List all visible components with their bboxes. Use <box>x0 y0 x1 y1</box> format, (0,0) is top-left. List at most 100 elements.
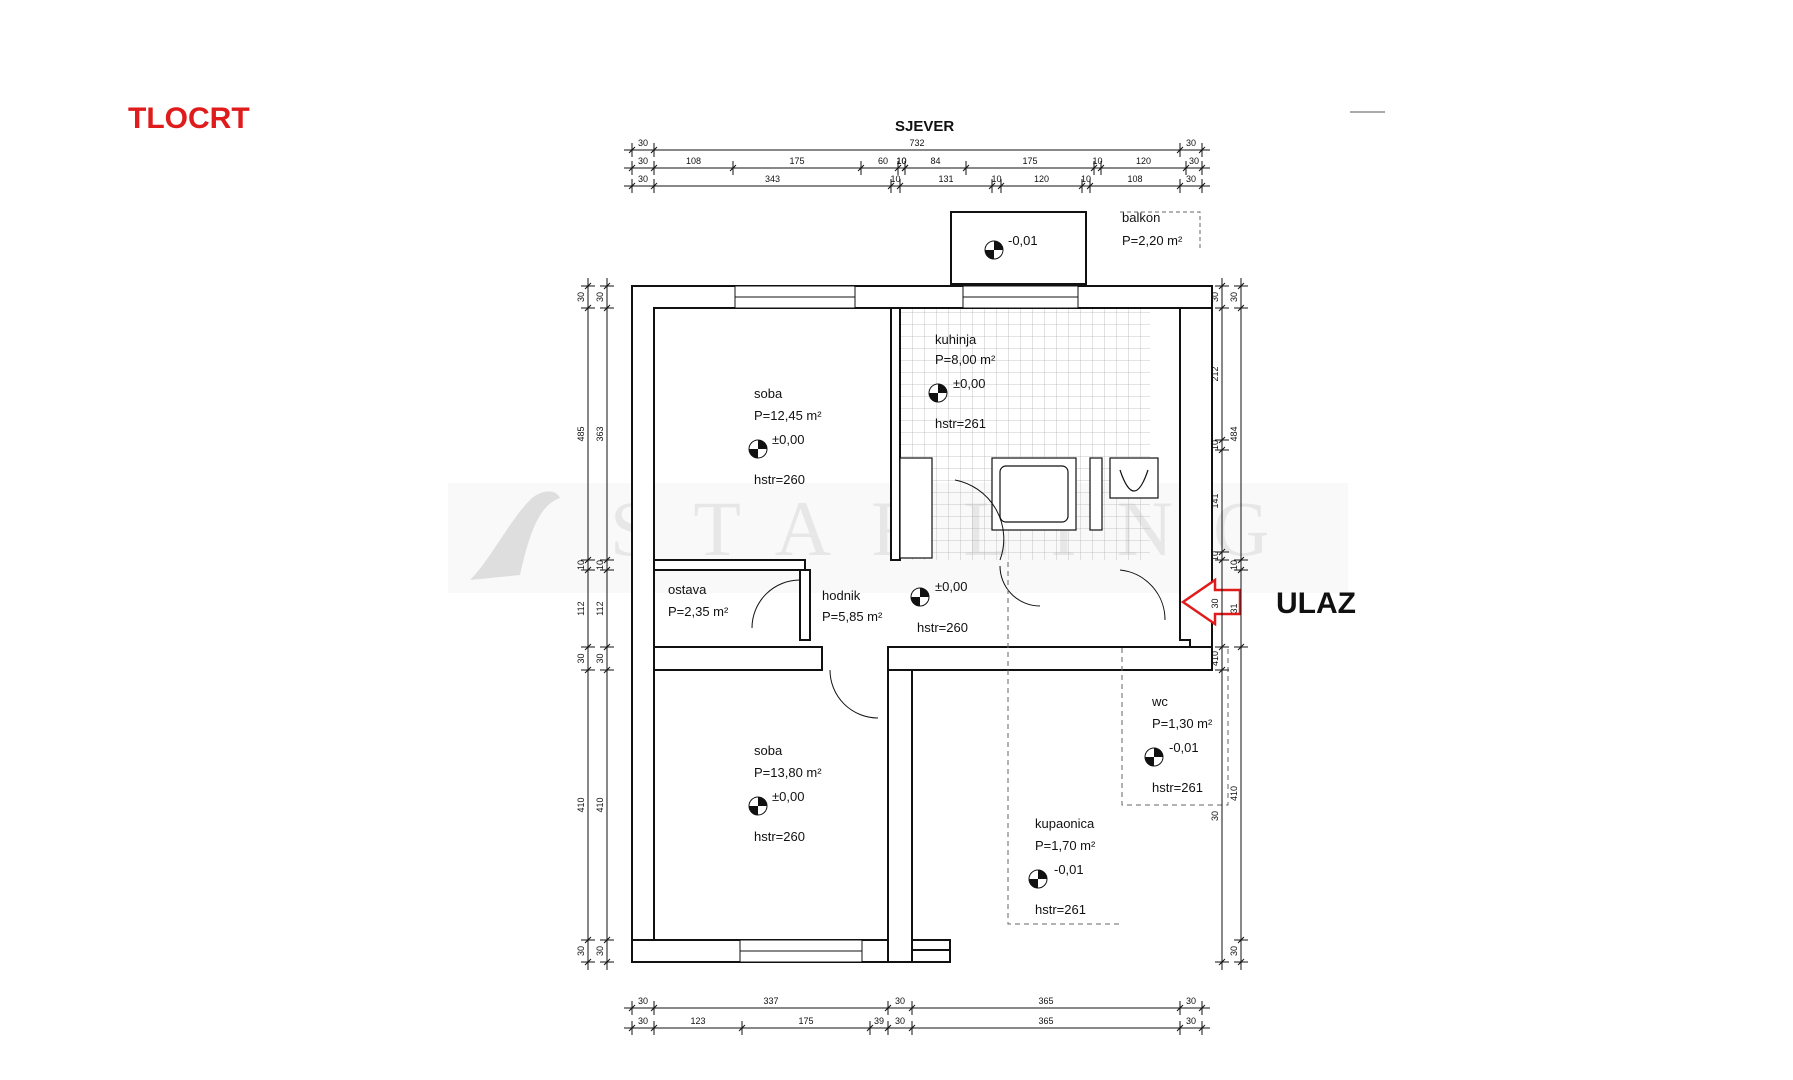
dimension-label: 175 <box>1022 156 1037 166</box>
room-hodnik-name: hodnik <box>822 588 861 603</box>
dimension-label: 30 <box>1210 292 1220 302</box>
dimension-label: 10 <box>1229 560 1239 570</box>
room-soba-bottom: soba P=13,80 m² ±0,00 hstr=260 <box>748 743 822 844</box>
windows <box>734 285 1079 963</box>
room-balkon: balkon P=2,20 m² -0,01 <box>984 210 1183 260</box>
room-ostava-name: ostava <box>668 582 707 597</box>
dimension-label: 363 <box>595 426 605 441</box>
room-kuhinja-height: hstr=261 <box>935 416 986 431</box>
page-title: TLOCRT <box>128 102 250 135</box>
dimension-label: 131 <box>938 174 953 184</box>
room-soba-top-name: soba <box>754 386 783 401</box>
room-hodnik-area: P=5,85 m² <box>822 609 883 624</box>
room-kupaonica-height: hstr=261 <box>1035 902 1086 917</box>
room-hodnik-level: ±0,00 <box>935 579 967 594</box>
room-kupaonica: kupaonica P=1,70 m² -0,01 hstr=261 <box>1028 816 1096 917</box>
walls <box>631 285 1213 963</box>
dimension-label: 112 <box>595 601 605 615</box>
dimension-label: 410 <box>595 797 605 812</box>
room-kuhinja-name: kuhinja <box>935 332 977 347</box>
balcony-outline <box>950 211 1087 285</box>
room-soba-bot-name: soba <box>754 743 783 758</box>
dimension-label: 175 <box>798 1016 813 1026</box>
room-balkon-level: -0,01 <box>1008 233 1038 248</box>
room-kuhinja-level: ±0,00 <box>953 376 985 391</box>
dimension-label: 120 <box>1136 156 1151 166</box>
room-soba-top: soba P=12,45 m² ±0,00 hstr=260 <box>748 386 822 487</box>
dimension-label: 212 <box>1210 366 1220 381</box>
dimension-label: 30 <box>1229 946 1239 956</box>
dimension-label: 365 <box>1038 996 1053 1006</box>
room-hodnik: hodnik P=5,85 m² ±0,00 hstr=260 <box>822 579 968 635</box>
dimension-label: 10 <box>1210 440 1220 450</box>
dimension-label: 30 <box>576 653 586 663</box>
dimension-label: 84 <box>930 156 940 166</box>
room-wc-height: hstr=261 <box>1152 780 1203 795</box>
room-balkon-name: balkon <box>1122 210 1160 225</box>
dimension-label: 30 <box>576 292 586 302</box>
dimension-label: 123 <box>690 1016 705 1026</box>
level-marker-fill <box>1029 870 1047 888</box>
dimension-label: 30 <box>638 174 648 184</box>
room-kupaonica-name: kupaonica <box>1035 816 1095 831</box>
dimension-label: 30 <box>895 1016 905 1026</box>
dimension-label: 30 <box>1186 1016 1196 1026</box>
dimension-label: 10 <box>896 156 906 166</box>
dimension-label: 10 <box>1081 174 1091 184</box>
dimension-label: 30 <box>1186 996 1196 1006</box>
dashed-lines <box>1007 562 1229 925</box>
room-soba-top-level: ±0,00 <box>772 432 804 447</box>
dimension-label: 30 <box>638 156 648 166</box>
dimension-label: 30 <box>895 996 905 1006</box>
dimension-label: 30 <box>1210 811 1220 821</box>
door-swings <box>751 479 1166 719</box>
balcony-label-leader <box>1120 211 1201 248</box>
dimension-label: 30 <box>595 292 605 302</box>
level-marker-fill <box>1145 748 1163 766</box>
dimension-label: 30 <box>1229 292 1239 302</box>
dimension-label: 30 <box>595 653 605 663</box>
dimension-label: 10 <box>1210 551 1220 561</box>
dimension-label: 39 <box>874 1016 884 1026</box>
room-kupaonica-area: P=1,70 m² <box>1035 838 1096 853</box>
dimension-label: 141 <box>1210 493 1220 508</box>
level-marker-fill <box>929 384 947 402</box>
dimension-label: 30 <box>595 946 605 956</box>
dimension-label: 30 <box>1210 598 1220 608</box>
dimension-label: 120 <box>1034 174 1049 184</box>
dimension-label: 30 <box>638 1016 648 1026</box>
room-soba-bot-height: hstr=260 <box>754 829 805 844</box>
dimension-label: 60 <box>878 156 888 166</box>
dimension-label: 10 <box>991 174 1001 184</box>
room-wc-name: wc <box>1151 694 1168 709</box>
dimension-label: 337 <box>763 996 778 1006</box>
dimension-label: 10 <box>896 156 906 166</box>
dimension-label: 30 <box>1186 138 1196 148</box>
room-ostava: ostava P=2,35 m² <box>668 582 729 619</box>
level-marker-fill <box>749 797 767 815</box>
bird-logo-icon <box>470 491 560 580</box>
room-balkon-area: P=2,20 m² <box>1122 233 1183 248</box>
room-wc-area: P=1,30 m² <box>1152 716 1213 731</box>
level-marker-fill <box>911 588 929 606</box>
room-soba-bot-level: ±0,00 <box>772 789 804 804</box>
dimension-label: 30 <box>638 138 648 148</box>
room-soba-top-height: hstr=260 <box>754 472 805 487</box>
room-soba-bot-area: P=13,80 m² <box>754 765 822 780</box>
entrance-arrow-icon <box>1180 577 1242 627</box>
dimension-label: 410 <box>576 797 586 812</box>
dimension-label: 112 <box>576 601 586 615</box>
dimension-label: 732 <box>909 138 924 148</box>
dimension-label: 410 <box>1210 651 1220 666</box>
dimension-label: 10 <box>1092 156 1102 166</box>
dimension-label: 10 <box>890 174 900 184</box>
dimension-label: 343 <box>765 174 780 184</box>
dimension-label: 30 <box>638 996 648 1006</box>
dimension-label: 108 <box>1127 174 1142 184</box>
room-kupaonica-level: -0,01 <box>1054 862 1084 877</box>
north-label: SJEVER <box>895 118 954 135</box>
room-wc: wc P=1,30 m² -0,01 hstr=261 <box>1144 694 1213 795</box>
dimension-label: 175 <box>789 156 804 166</box>
